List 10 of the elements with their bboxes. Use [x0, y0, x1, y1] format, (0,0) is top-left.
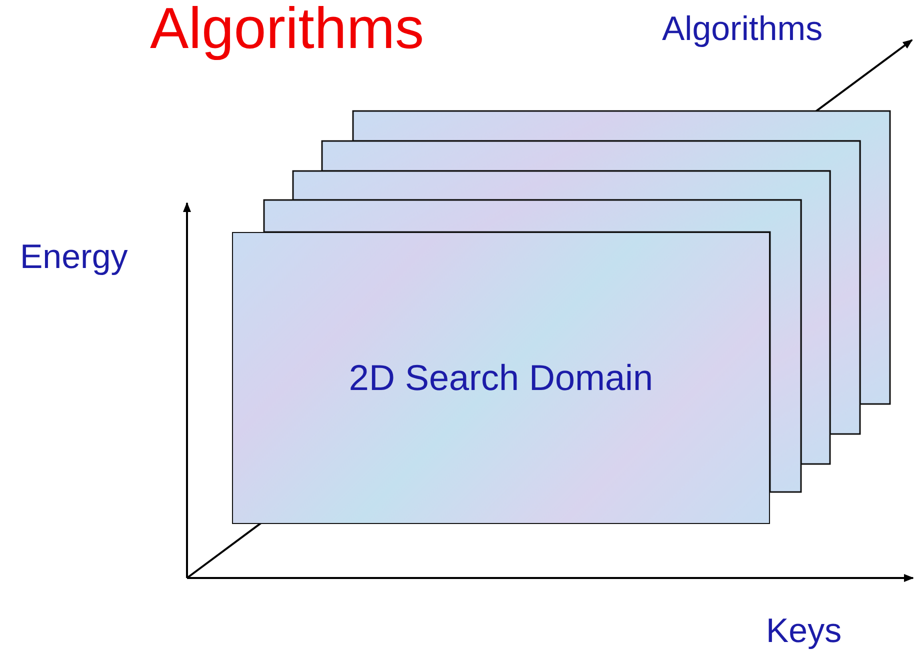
axis-label: Energy — [20, 240, 128, 274]
axis-label: Keys — [766, 614, 842, 648]
axis-label: Algorithms — [662, 12, 823, 46]
layer-panel — [263, 199, 802, 493]
layer-panel — [321, 140, 861, 435]
title: Algorithms — [150, 0, 424, 58]
domain-panel — [232, 232, 770, 524]
panel-label: 2D Search Domain — [348, 357, 654, 399]
layer-panel — [352, 110, 891, 405]
layer-panel — [292, 170, 831, 465]
